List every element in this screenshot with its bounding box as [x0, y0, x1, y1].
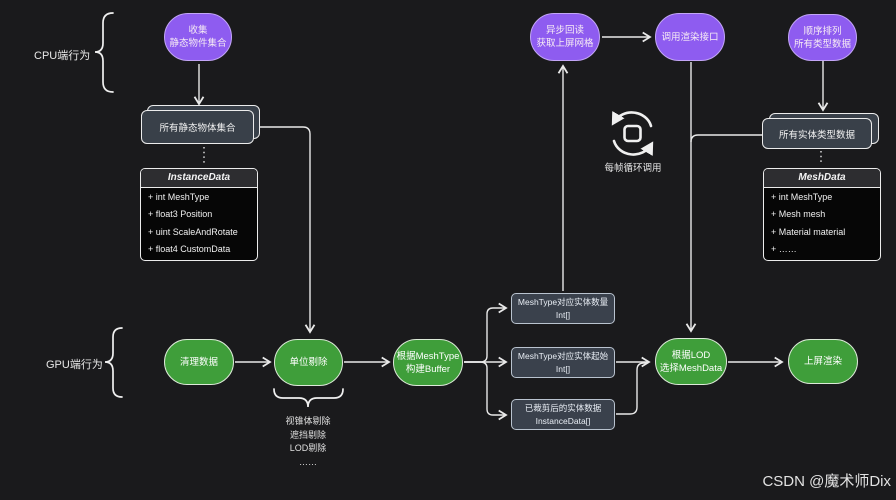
- buffer-type: Int[]: [555, 309, 571, 320]
- cull-method-item: 视锥体剔除: [285, 416, 331, 426]
- stack-front-layer: 所有静态物体集合: [141, 110, 254, 144]
- class-field: + uint ScaleAndRotate: [148, 226, 238, 237]
- node-label: 顺序排列: [803, 25, 842, 37]
- class-field: + float3 Position: [148, 209, 213, 220]
- buffer-label: MeshType对应实体起始: [517, 351, 609, 361]
- class-title: InstanceData: [141, 169, 257, 188]
- node-sort-all-type-data: 顺序排列 所有类型数据: [788, 14, 857, 61]
- stack-label: 所有静态物体集合: [159, 123, 236, 134]
- class-title: MeshData: [764, 169, 880, 188]
- node-call-render-api: 调用渲染接口: [655, 13, 725, 61]
- class-field: + float4 CustomData: [148, 244, 231, 255]
- class-field: + ……: [771, 244, 797, 255]
- node-label: 单位剔除: [289, 357, 328, 368]
- node-label: 收集: [188, 25, 208, 36]
- node-unit-cull: 单位剔除: [274, 339, 343, 386]
- class-mesh-data: MeshData + int MeshType + Mesh mesh + Ma…: [763, 168, 881, 261]
- class-field: + Material material: [771, 226, 846, 237]
- edge-build-buffer-to-count: [464, 302, 508, 363]
- node-screen-render: 上屏渲染: [788, 339, 858, 384]
- node-label: 根据MeshType: [396, 350, 460, 362]
- edge-static-stack-to-unit-cull: [255, 126, 316, 334]
- node-select-meshdata: 根据LOD 选择MeshData: [655, 338, 727, 385]
- stack-label: 所有实体类型数据: [778, 129, 855, 141]
- edge-entity-stack-merge: [690, 134, 762, 143]
- edge-build-buffer-to-culled: [464, 361, 508, 421]
- cull-methods-brace: [273, 388, 344, 408]
- cull-method-item: LOD剔除: [289, 443, 327, 453]
- cpu-section-label: CPU端行为: [34, 50, 91, 62]
- node-label: 获取上屏网格: [536, 38, 594, 49]
- buffer-type: Int[]: [555, 363, 571, 374]
- class-field: + int MeshType: [148, 191, 210, 202]
- node-async-readback: 异步回读 获取上屏网格: [530, 13, 600, 61]
- buffer-type: InstanceData[]: [535, 415, 591, 426]
- node-collect-static-objects: 收集 静态物件集合: [164, 13, 232, 61]
- buffer-entity-start: MeshType对应实体起始 Int[]: [511, 347, 615, 378]
- node-label: 静态物件集合: [169, 38, 227, 49]
- node-label: 异步回读: [545, 25, 584, 36]
- node-build-buffer: 根据MeshType 构建Buffer: [393, 339, 463, 386]
- node-clean-data: 清理数据: [164, 339, 234, 385]
- class-instance-data: InstanceData + int MeshType + float3 Pos…: [140, 168, 258, 261]
- node-label: 清理数据: [179, 356, 218, 368]
- cull-method-item: 遮挡剔除: [289, 429, 326, 440]
- node-label: 所有类型数据: [793, 38, 851, 50]
- buffer-label: 已裁剪后的实体数据: [524, 403, 602, 413]
- cpu-brace: [94, 12, 114, 93]
- node-label: 上屏渲染: [803, 356, 842, 367]
- node-label: 调用渲染接口: [661, 31, 719, 43]
- buffer-label: MeshType对应实体数量: [517, 297, 609, 307]
- loop-caption: 每帧循环调用: [604, 163, 662, 174]
- buffer-culled-entities: 已裁剪后的实体数据 InstanceData[]: [511, 399, 615, 430]
- gpu-section-label: GPU端行为: [46, 359, 103, 371]
- edge-culled-merge: [616, 362, 647, 415]
- node-label: 选择MeshData: [659, 362, 723, 374]
- gpu-brace: [104, 327, 123, 398]
- loop-icon: [611, 110, 654, 157]
- node-label: 构建Buffer: [405, 363, 451, 375]
- cull-method-item: ……: [299, 456, 317, 467]
- buffer-entity-count: MeshType对应实体数量 Int[]: [511, 293, 615, 324]
- cull-methods-list: 视锥体剔除 遮挡剔除 LOD剔除 ……: [258, 415, 358, 469]
- node-label: 根据LOD: [671, 349, 711, 361]
- class-field: + Mesh mesh: [771, 209, 826, 220]
- watermark: CSDN @魔术师Dix: [762, 473, 891, 490]
- class-field: + int MeshType: [771, 191, 833, 202]
- stack-front-layer: 所有实体类型数据: [762, 118, 872, 149]
